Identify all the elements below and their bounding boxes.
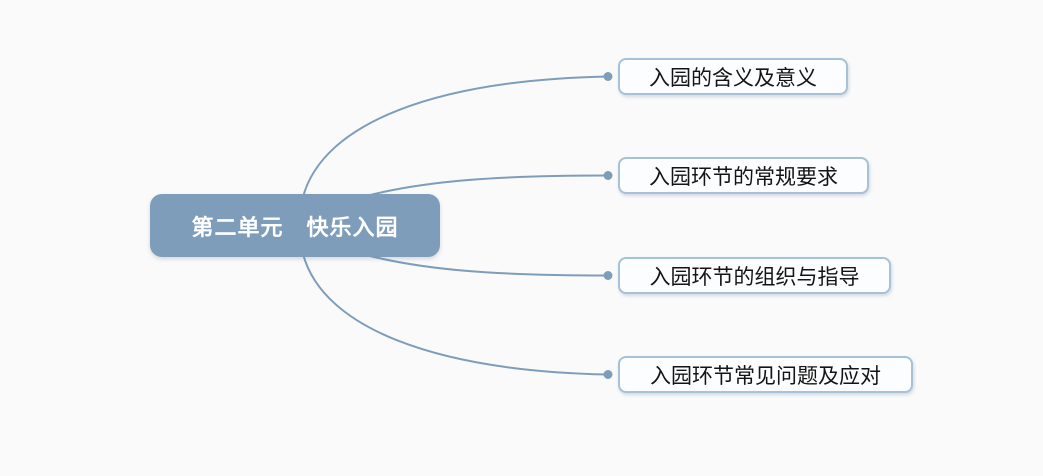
connector-dot-branch-2	[603, 171, 613, 180]
branch-node-common-problems[interactable]: 入园环节常见问题及应对	[618, 356, 913, 393]
connector-curve-branch-3	[365, 254, 609, 277]
connector-curve-branch-1	[302, 75, 609, 198]
branch-label: 入园环节的常规要求	[649, 165, 838, 189]
connector-dot-branch-4	[603, 370, 613, 379]
connector-dot-branch-1	[603, 72, 613, 81]
connector-dot-branch-3	[603, 271, 613, 280]
branch-node-routine-requirements[interactable]: 入园环节的常规要求	[618, 157, 869, 194]
root-topic-node[interactable]: 第二单元 快乐入园	[150, 194, 440, 257]
root-topic-label: 第二单元 快乐入园	[191, 214, 399, 240]
connector-curve-branch-4	[302, 253, 609, 376]
branch-label: 入园环节的组织与指导	[649, 265, 860, 289]
branch-node-organization-guidance[interactable]: 入园环节的组织与指导	[618, 257, 891, 294]
branch-node-meaning[interactable]: 入园的含义及意义	[618, 58, 848, 95]
branch-label: 入园环节常见问题及应对	[650, 364, 881, 388]
connector-curve-branch-2	[365, 174, 609, 197]
branch-label: 入园的含义及意义	[649, 66, 817, 90]
